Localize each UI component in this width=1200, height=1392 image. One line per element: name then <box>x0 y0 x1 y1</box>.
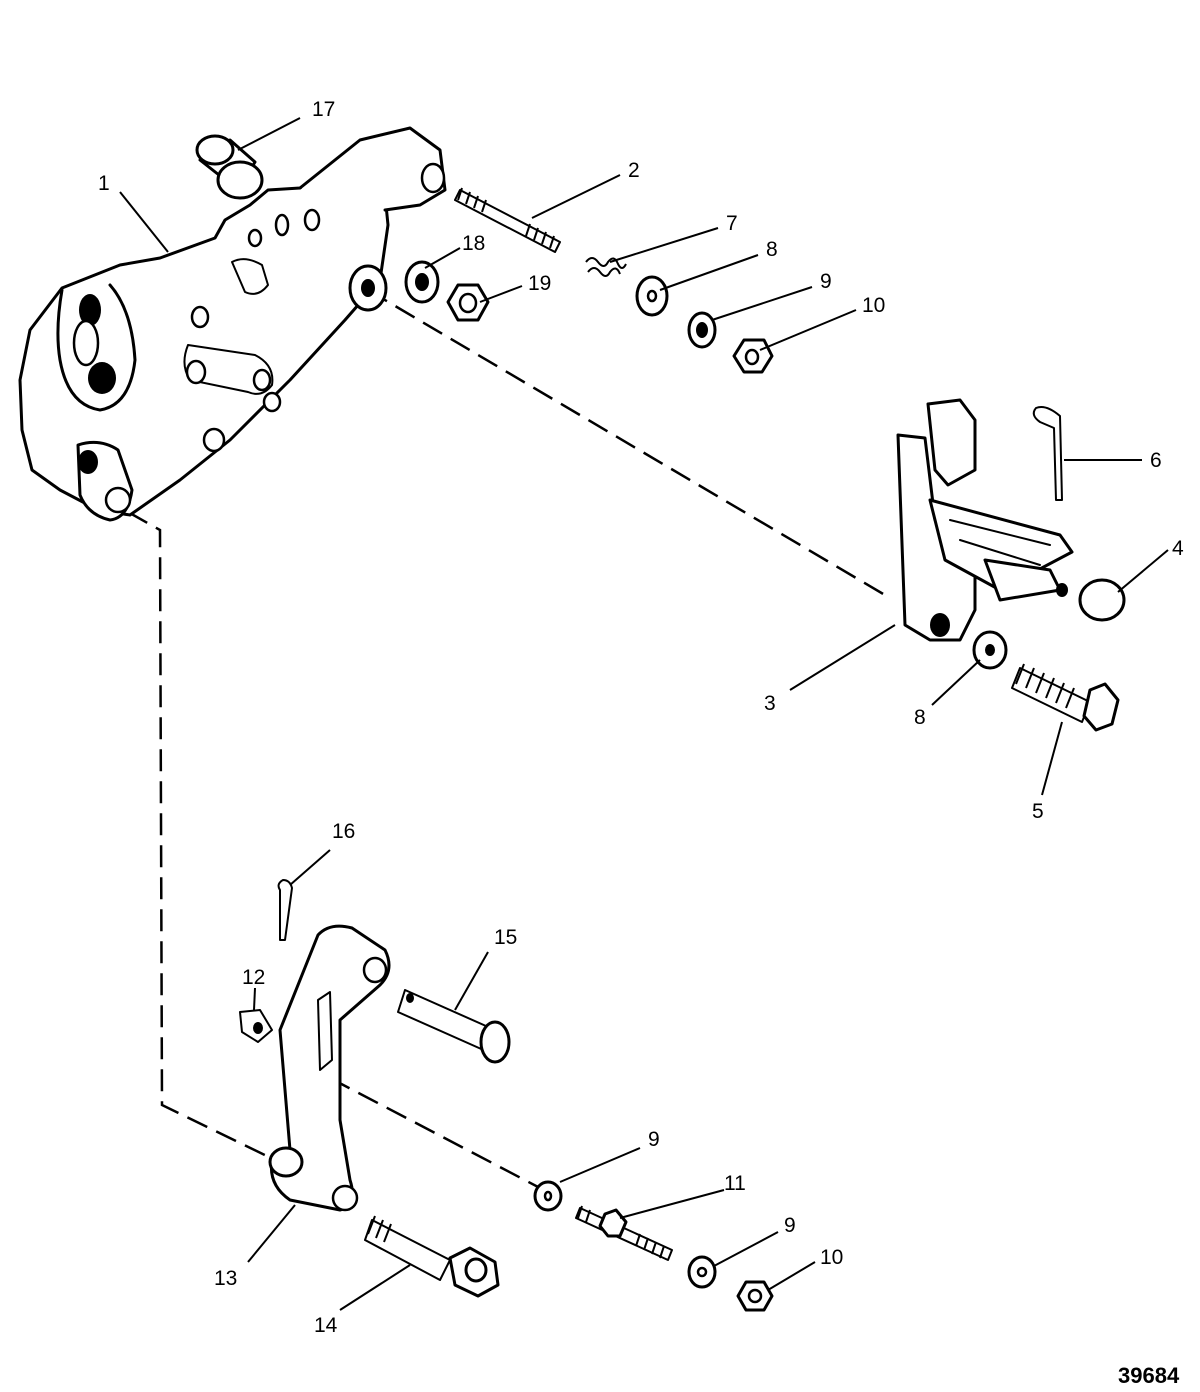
callout-8-top: 8 <box>766 238 778 261</box>
part-10-nut-lower <box>736 1280 774 1312</box>
callout-14: 14 <box>314 1314 338 1337</box>
callout-16: 16 <box>332 820 355 843</box>
callout-2: 2 <box>628 159 640 182</box>
part-7-spring <box>585 257 627 277</box>
callout-3: 3 <box>764 692 776 715</box>
callout-6: 6 <box>1150 449 1162 472</box>
callout-18: 18 <box>462 232 485 255</box>
callout-10-lower: 10 <box>820 1246 843 1269</box>
callout-13: 13 <box>214 1267 237 1290</box>
callout-1: 1 <box>98 172 110 195</box>
part-3-shift-lever <box>896 398 1074 642</box>
part-13-lower-link <box>268 924 391 1212</box>
part-19-nut <box>446 283 490 322</box>
callout-9-lower-a: 9 <box>648 1128 660 1151</box>
part-8-washer-lower <box>972 630 1008 670</box>
part-1-main-bracket <box>18 126 447 522</box>
part-17-bushing <box>195 134 264 200</box>
part-9-washer-top <box>687 311 717 349</box>
part-15-clevis-pin <box>397 989 511 1064</box>
callout-19: 19 <box>528 272 551 295</box>
callout-12: 12 <box>242 966 265 989</box>
figure-number: 39684 <box>1118 1363 1180 1388</box>
callout-10-top: 10 <box>862 294 885 317</box>
callout-8-lower: 8 <box>914 706 926 729</box>
part-6-cotter-pin <box>1032 406 1063 501</box>
assembly-dashed-lines <box>127 288 891 1190</box>
part-10-nut-top <box>732 338 774 374</box>
part-16-cotter-pin <box>277 879 293 941</box>
part-14-shoulder-bolt <box>364 1215 500 1298</box>
callout-15: 15 <box>494 926 517 949</box>
part-9-washer-lower-a <box>533 1180 563 1212</box>
part-5-bolt <box>1011 663 1120 732</box>
part-12-fitting <box>239 1009 273 1043</box>
part-11-stud <box>575 1205 673 1261</box>
part-8-washer-top <box>635 275 669 317</box>
callout-7: 7 <box>726 212 738 235</box>
callout-9-top: 9 <box>820 270 832 293</box>
callout-labels: 1 17 2 7 8 9 10 18 19 6 4 3 8 5 16 15 12… <box>98 98 1184 1337</box>
callout-11: 11 <box>724 1172 746 1195</box>
callout-5: 5 <box>1032 800 1044 823</box>
callout-17: 17 <box>312 98 335 121</box>
leader-lines <box>119 117 1169 1311</box>
part-9-washer-lower-b <box>687 1255 717 1289</box>
callout-4: 4 <box>1172 537 1184 560</box>
part-2-threaded-rod <box>454 187 561 253</box>
part-18-washer <box>404 260 440 304</box>
part-4-cap <box>1078 578 1126 622</box>
callout-9-lower-b: 9 <box>784 1214 796 1237</box>
